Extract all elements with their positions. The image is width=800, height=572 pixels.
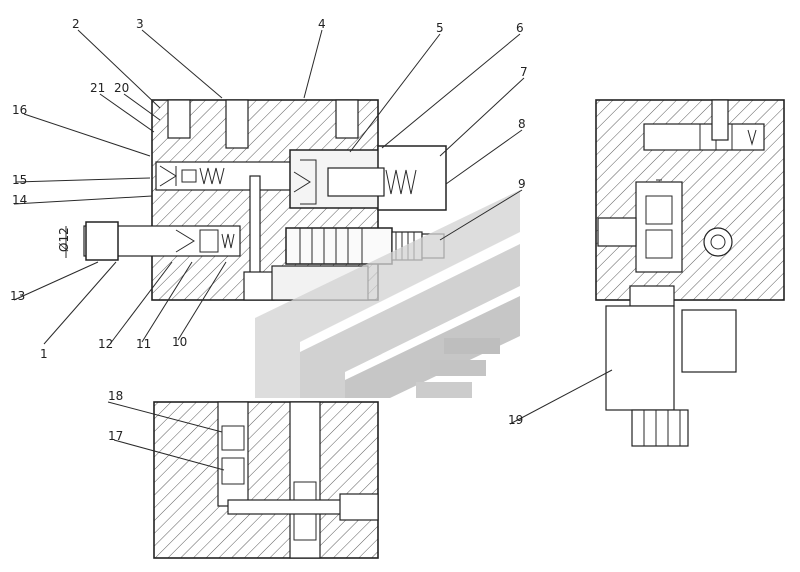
- dimension-label: Ø12: [57, 227, 71, 252]
- lower-cartridge: [285, 227, 393, 265]
- bottom-block-body: [153, 401, 379, 559]
- callout-labels: 2 3 4 5 6 7 8 9 21 20 16 15 14 13 1 12 1…: [10, 17, 528, 443]
- top-port-right: [335, 99, 359, 139]
- side-center-cavity: [635, 181, 683, 273]
- solenoid-body: [605, 305, 675, 411]
- callout-3: 3: [136, 17, 144, 31]
- bottom-left-parts: [221, 425, 245, 485]
- check-valve-left: [159, 165, 197, 187]
- top-port-left: [167, 99, 191, 139]
- bottom-plug: [243, 271, 275, 301]
- callout-4: 4: [318, 17, 326, 31]
- watermark-bar-2: [300, 244, 520, 398]
- watermark-bar-3: [345, 296, 520, 398]
- bottom-side-port: [339, 493, 379, 521]
- callout-13: 13: [10, 289, 25, 303]
- side-bottom-neck: [629, 285, 675, 307]
- bottom-section-view: [153, 401, 379, 559]
- callout-9: 9: [518, 177, 526, 191]
- bottom-right-bore: [289, 401, 321, 559]
- spring-upper: [199, 167, 225, 185]
- top-port-middle: [225, 99, 249, 149]
- callout-6: 6: [516, 21, 524, 35]
- callout-18: 18: [108, 389, 123, 403]
- vertical-passage: [249, 175, 261, 277]
- callout-10: 10: [172, 335, 187, 349]
- callout-15: 15: [12, 173, 27, 187]
- callout-1: 1: [40, 347, 48, 361]
- main-section-view: Ø12: [57, 99, 447, 301]
- callout-7: 7: [520, 65, 528, 79]
- cartridge-cap: [377, 145, 447, 211]
- callout-12: 12: [98, 337, 113, 351]
- solenoid-connector: [631, 409, 689, 447]
- watermark-logo: [255, 190, 520, 398]
- upper-bore: [155, 161, 307, 191]
- watermark-stripe-3: [416, 382, 472, 398]
- callout-8: 8: [518, 117, 526, 131]
- callout-14: 14: [12, 193, 27, 207]
- side-top-bore: [643, 123, 765, 151]
- side-vertical-bore: [711, 99, 729, 141]
- callout-16: 16: [12, 103, 27, 117]
- adjuster-threads: [395, 232, 415, 260]
- lower-check-valve: [175, 229, 235, 253]
- inlet-fitting: [85, 221, 119, 261]
- watermark-stripe-1: [444, 338, 500, 354]
- callout-19: 19: [508, 413, 523, 427]
- solenoid-coil: [681, 309, 737, 373]
- watermark-stripe-2: [430, 360, 486, 376]
- callout-11: 11: [136, 337, 151, 351]
- lower-cartridge-lands: [299, 228, 363, 264]
- callout-5: 5: [436, 21, 444, 35]
- callout-20: 20: [114, 81, 129, 95]
- watermark-bar-1: [255, 190, 520, 398]
- callout-17: 17: [108, 429, 123, 443]
- poppet-upper: [293, 159, 317, 205]
- bottom-horizontal-passage: [227, 499, 355, 515]
- callout-21: 21: [90, 81, 105, 95]
- side-center-parts: [645, 179, 673, 259]
- leader-lines: [13, 29, 613, 471]
- connector-pins: [643, 410, 681, 446]
- side-view: [595, 99, 785, 447]
- spring-cartridge: [385, 169, 417, 195]
- side-left-port: [597, 217, 637, 247]
- cartridge-spool: [327, 167, 385, 197]
- side-round-port: [703, 227, 733, 257]
- side-round-port-inner: [710, 234, 726, 250]
- callout-2: 2: [72, 17, 80, 31]
- bottom-left-bore: [217, 401, 249, 507]
